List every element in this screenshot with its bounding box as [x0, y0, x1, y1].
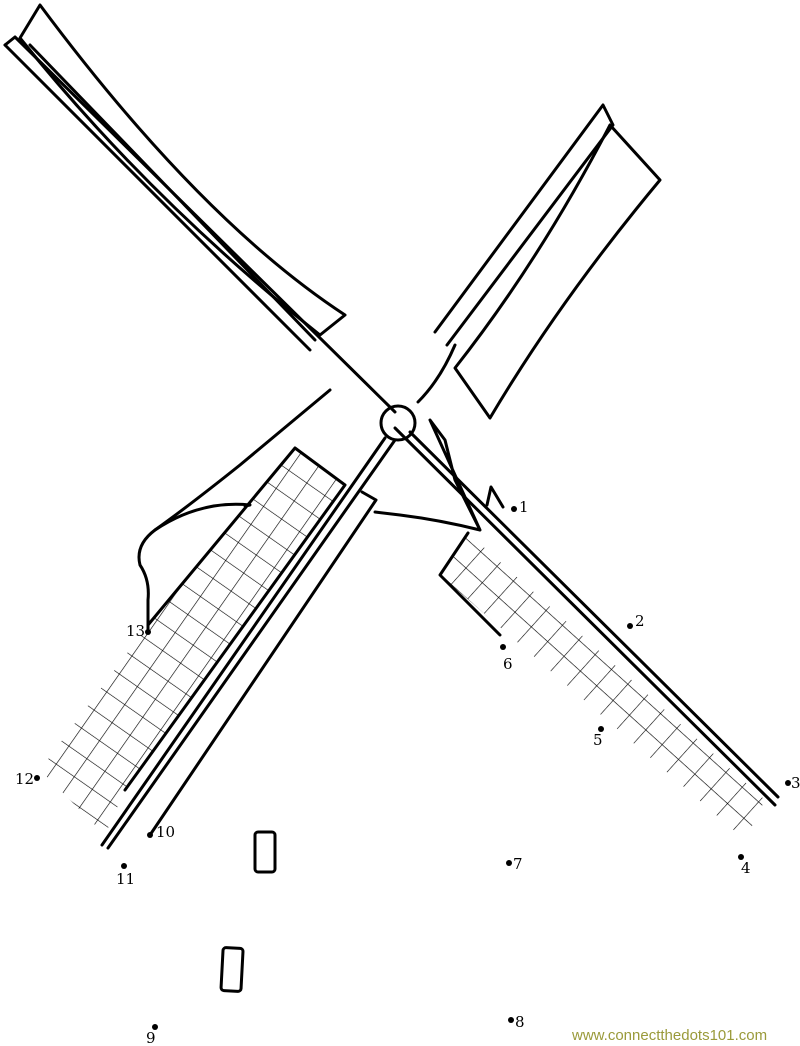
dot-4 [738, 854, 744, 860]
dot-7 [506, 860, 512, 866]
dot-2 [627, 623, 633, 629]
dot-label-9: 9 [146, 1029, 156, 1046]
dot-label-3: 3 [791, 774, 800, 792]
dot-label-6: 6 [503, 655, 513, 673]
window-lower [219, 946, 245, 993]
dot-13 [145, 629, 151, 635]
dot-label-10: 10 [156, 823, 175, 841]
dot-label-5: 5 [593, 731, 603, 749]
dot-label-7: 7 [513, 855, 523, 873]
dot-1 [511, 506, 517, 512]
dot-label-1: 1 [519, 498, 529, 516]
sail-bottom-left [40, 446, 347, 835]
dot-label-13: 13 [126, 622, 145, 640]
dot-5 [598, 726, 604, 732]
dot-label-12: 12 [15, 770, 34, 788]
sail-top-left [18, 3, 347, 337]
dot-label-11: 11 [116, 870, 135, 888]
dot-label-4: 4 [741, 859, 751, 877]
dot-9 [152, 1024, 158, 1030]
dot-11 [121, 863, 127, 869]
dot-label-2: 2 [635, 612, 645, 630]
dot-6 [500, 644, 506, 650]
dot-10 [147, 832, 153, 838]
dot-12 [34, 775, 40, 781]
sail-top-right [433, 103, 662, 420]
sail-arms [3, 35, 780, 850]
dot-label-8: 8 [515, 1013, 525, 1031]
sail-bottom-right [438, 531, 765, 840]
dot-8 [508, 1017, 514, 1023]
watermark: www.connectthedots101.com [571, 1027, 767, 1044]
windmill-cap [137, 388, 505, 632]
dot-3 [785, 780, 791, 786]
hub [379, 404, 417, 442]
window-upper [253, 830, 277, 874]
